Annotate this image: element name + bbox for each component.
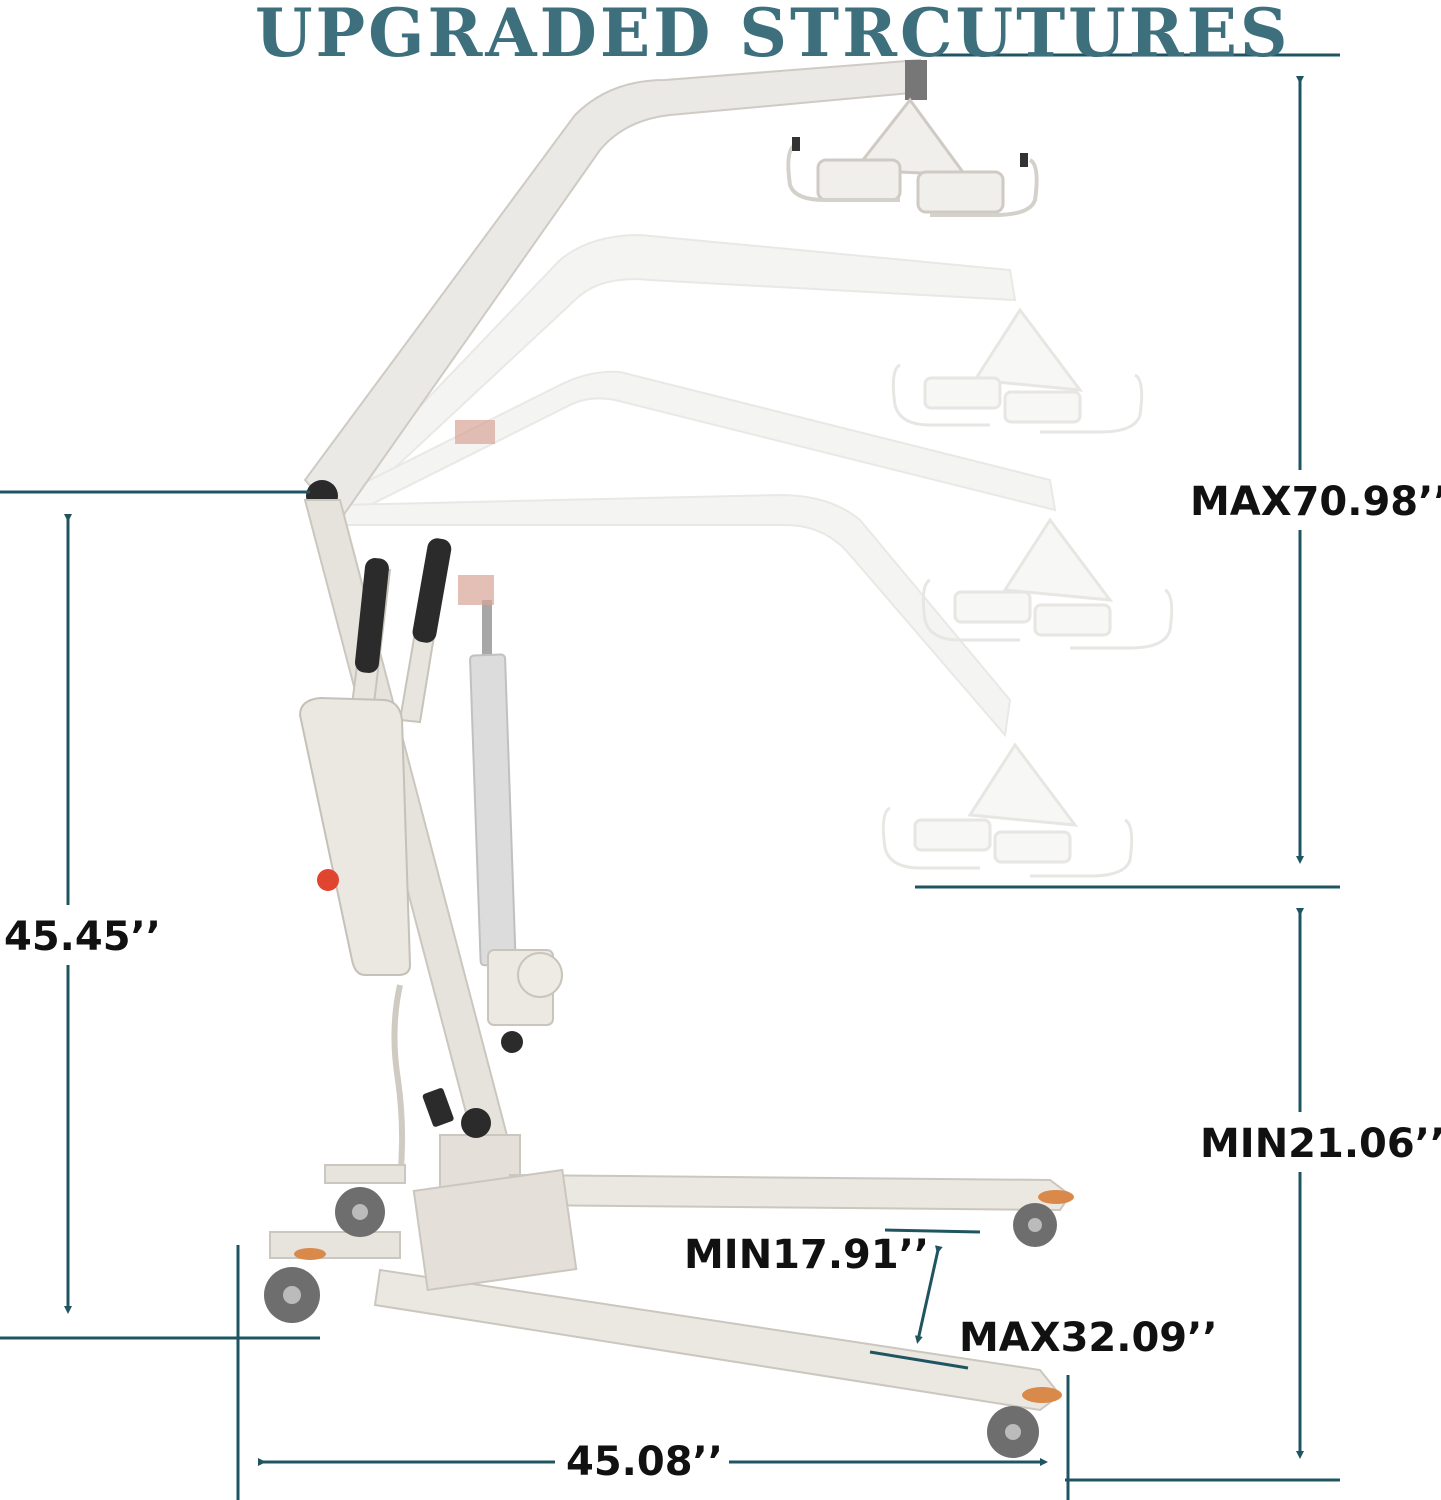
boom-arm-main xyxy=(303,58,1039,522)
caster-rear-left xyxy=(335,1187,385,1237)
caster-front-right xyxy=(987,1387,1062,1458)
casters xyxy=(264,1187,1074,1458)
caster-rear-right xyxy=(1013,1190,1074,1247)
battery-control-box xyxy=(298,696,412,1181)
push-handles xyxy=(348,538,452,724)
arm-height-label: 45.45’’ xyxy=(2,914,163,960)
lift-base xyxy=(269,1164,1072,1412)
dimension-lines xyxy=(0,53,1340,1500)
min-width-label: MIN17.91’’ xyxy=(684,1232,930,1278)
min-height-label: MIN21.06’’ xyxy=(1196,1122,1441,1166)
spreader-bar-3 xyxy=(921,517,1174,650)
spreader-bar-4 xyxy=(881,742,1134,878)
boom-arm-ghost-positions xyxy=(338,233,1174,878)
page-title: UPGRADED STRCUTURES xyxy=(255,0,1291,72)
max-height-label: MAX70.98’’ xyxy=(1186,480,1441,524)
spreader-bar-2 xyxy=(891,307,1144,434)
linear-actuator xyxy=(455,420,563,1026)
length-label: 45.08’’ xyxy=(560,1440,729,1484)
caster-front-left xyxy=(264,1248,326,1323)
emergency-stop-button xyxy=(317,869,339,891)
max-width-label: MAX32.09’’ xyxy=(959,1315,1218,1361)
